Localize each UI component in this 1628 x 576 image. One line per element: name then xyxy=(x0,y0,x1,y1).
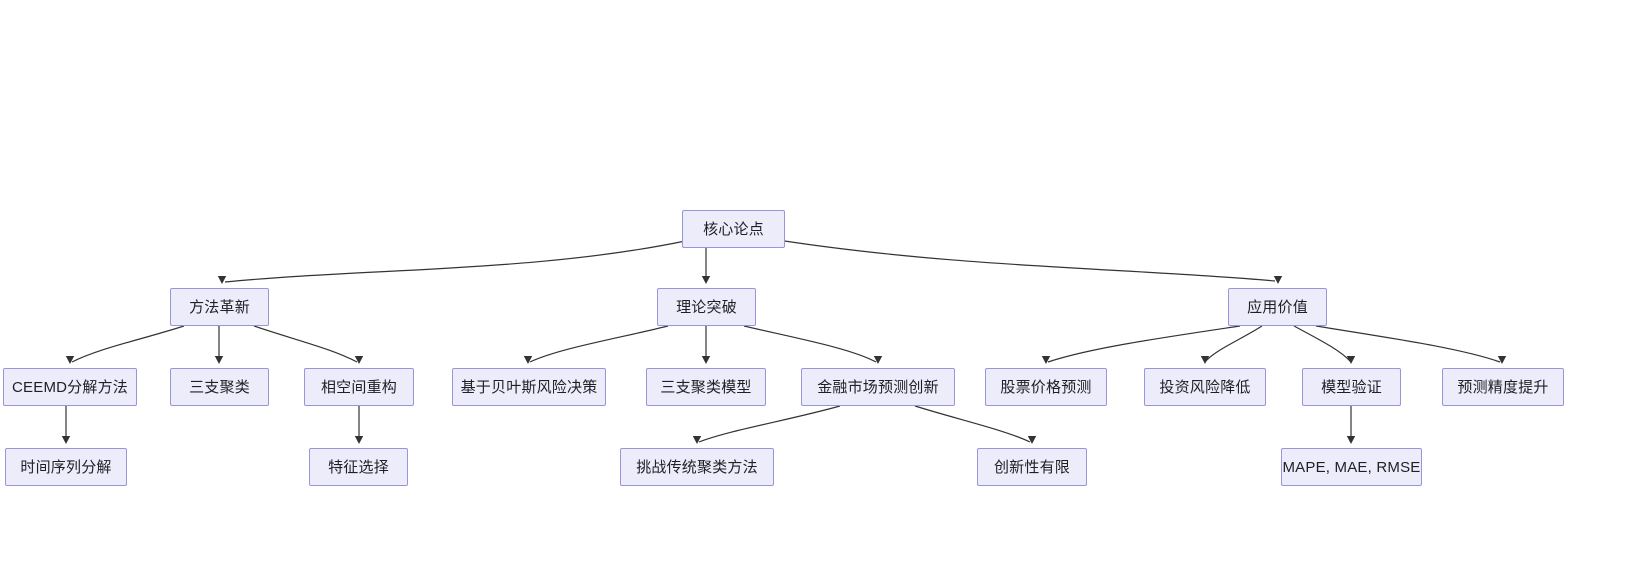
node-label-n2: 理论突破 xyxy=(676,298,737,316)
edge-root-to-n1 xyxy=(224,239,691,283)
arrowhead-n3c-to-n3c1 xyxy=(1346,436,1356,444)
node-n1c[interactable]: 相空间重构 xyxy=(304,368,414,406)
arrowhead-n3-to-n3b xyxy=(1200,356,1210,364)
node-n1c1[interactable]: 特征选择 xyxy=(309,448,408,486)
node-n2b[interactable]: 三支聚类模型 xyxy=(646,368,766,406)
node-label-n3c: 模型验证 xyxy=(1321,378,1382,396)
edge-n1-to-n1c xyxy=(253,325,358,363)
arrowhead-n1-to-n1b xyxy=(214,356,224,364)
node-n1[interactable]: 方法革新 xyxy=(170,288,269,326)
node-label-n1a1: 时间序列分解 xyxy=(20,458,112,476)
node-label-root: 核心论点 xyxy=(703,220,764,238)
node-n3c1[interactable]: MAPE, MAE, RMSE xyxy=(1281,448,1422,486)
arrowhead-n3-to-n3c xyxy=(1346,356,1356,364)
node-label-n1c: 相空间重构 xyxy=(320,378,397,396)
arrowhead-n2-to-n2b xyxy=(701,356,711,364)
node-label-n3a: 股票价格预测 xyxy=(1000,378,1092,396)
arrowhead-n1-to-n1c xyxy=(354,356,364,364)
arrowhead-n3-to-n3d xyxy=(1497,356,1507,364)
edge-n3-to-n3a xyxy=(1047,325,1241,363)
node-n2a[interactable]: 基于贝叶斯风险决策 xyxy=(452,368,606,406)
node-n3b[interactable]: 投资风险降低 xyxy=(1144,368,1266,406)
arrowhead-root-to-n1 xyxy=(217,276,227,284)
arrowhead-n1c-to-n1c1 xyxy=(354,436,364,444)
arrowhead-n2c-to-n2c2 xyxy=(1027,436,1037,444)
node-label-n2c2: 创新性有限 xyxy=(993,458,1070,476)
arrowhead-n3-to-n3a xyxy=(1041,356,1051,364)
node-n2c2[interactable]: 创新性有限 xyxy=(977,448,1087,486)
arrowhead-n1-to-n1a xyxy=(65,356,75,364)
node-n3d[interactable]: 预测精度提升 xyxy=(1442,368,1564,406)
node-n1b[interactable]: 三支聚类 xyxy=(170,368,269,406)
arrowhead-n1a-to-n1a1 xyxy=(61,436,71,444)
node-label-n1: 方法革新 xyxy=(189,298,250,316)
edge-n3-to-n3b xyxy=(1204,325,1263,363)
node-n3c[interactable]: 模型验证 xyxy=(1302,368,1401,406)
node-label-n2c: 金融市场预测创新 xyxy=(817,378,939,396)
edge-n2-to-n2a xyxy=(529,325,669,363)
arrowhead-root-to-n3 xyxy=(1273,276,1283,284)
node-label-n2c1: 挑战传统聚类方法 xyxy=(636,458,758,476)
node-label-n2a: 基于贝叶斯风险决策 xyxy=(460,378,598,396)
node-label-n3d: 预测精度提升 xyxy=(1457,378,1549,396)
node-n3a[interactable]: 股票价格预测 xyxy=(985,368,1107,406)
node-label-n1c1: 特征选择 xyxy=(328,458,389,476)
node-n2[interactable]: 理论突破 xyxy=(657,288,756,326)
edge-n1-to-n1a xyxy=(71,325,185,363)
node-label-n3b: 投资风险降低 xyxy=(1159,378,1251,396)
node-n2c1[interactable]: 挑战传统聚类方法 xyxy=(620,448,774,486)
node-n1a1[interactable]: 时间序列分解 xyxy=(5,448,127,486)
node-n1a[interactable]: CEEMD分解方法 xyxy=(3,368,137,406)
edge-n2-to-n2c xyxy=(743,325,877,363)
node-label-n2b: 三支聚类模型 xyxy=(660,378,752,396)
node-label-n1b: 三支聚类 xyxy=(189,378,250,396)
node-label-n3c1: MAPE, MAE, RMSE xyxy=(1282,458,1421,476)
edge-n2c-to-n2c1 xyxy=(698,405,841,443)
edge-root-to-n3 xyxy=(777,239,1276,282)
edge-n2c-to-n2c2 xyxy=(914,405,1031,443)
edge-n3-to-n3c xyxy=(1293,325,1352,363)
node-root[interactable]: 核心论点 xyxy=(682,210,785,248)
node-label-n3: 应用价值 xyxy=(1247,298,1308,316)
node-n2c[interactable]: 金融市场预测创新 xyxy=(801,368,955,406)
arrowhead-root-to-n2 xyxy=(701,276,711,284)
arrowhead-n2-to-n2a xyxy=(523,356,533,364)
arrowhead-n2c-to-n2c1 xyxy=(692,436,702,444)
node-label-n1a: CEEMD分解方法 xyxy=(12,378,128,396)
node-n3[interactable]: 应用价值 xyxy=(1228,288,1327,326)
edge-n3-to-n3d xyxy=(1315,325,1501,363)
arrowhead-n2-to-n2c xyxy=(873,356,883,364)
